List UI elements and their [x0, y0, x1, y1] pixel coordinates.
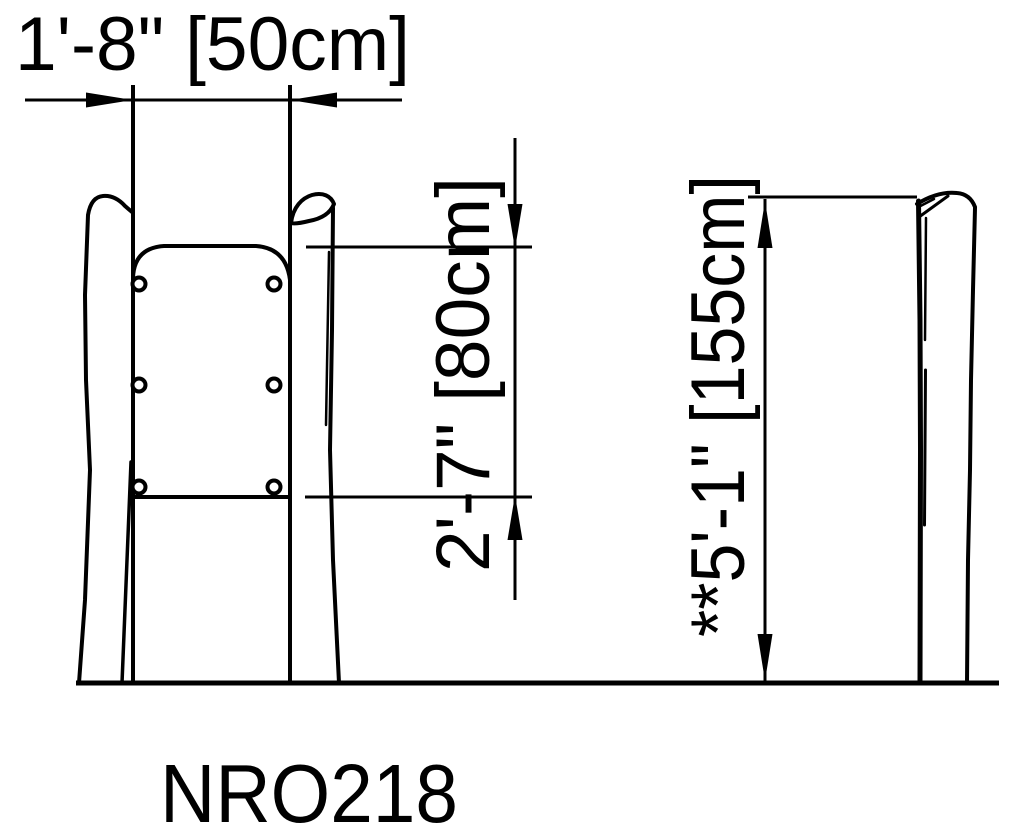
- left-post-outline: [77, 193, 134, 685]
- total-height-dimension: **5'-1" [155cm]: [676, 175, 917, 681]
- bolt-hole: [130, 275, 148, 293]
- height-dimension-label: 2'-7" [80cm]: [421, 177, 506, 572]
- bolt-hole: [265, 478, 283, 496]
- bolt-hole: [130, 376, 148, 394]
- pair-post-seam: [324, 250, 331, 427]
- bolt-hole: [265, 275, 283, 293]
- width-arrow-right: [290, 92, 337, 108]
- bolt-hole: [265, 376, 283, 394]
- width-arrow-left: [86, 92, 133, 108]
- pair-post-top-ellipse: [289, 192, 336, 226]
- side-post: [915, 190, 977, 686]
- height-arrow-top: [507, 204, 523, 249]
- total-height-arrow-top: [757, 201, 773, 248]
- pair-post-outline: [328, 206, 341, 685]
- bolt-hole: [130, 478, 148, 496]
- side-post-left-edge: [916, 198, 923, 686]
- side-post-right-edge: [965, 206, 977, 685]
- total-height-dimension-label: **5'-1" [155cm]: [676, 175, 761, 637]
- panel-top-outline: [131, 244, 292, 282]
- side-post-top-curve: [915, 190, 977, 209]
- height-arrow-bottom: [507, 495, 523, 540]
- product-code: NRO218: [160, 747, 458, 837]
- side-post-seam-upper: [923, 216, 928, 342]
- side-post-top-notch: [917, 194, 950, 219]
- left-post-inner-edge: [120, 460, 133, 685]
- left-structure: [77, 192, 341, 685]
- width-dimension: 1'-8" [50cm]: [15, 2, 410, 683]
- side-post-seam-lower: [923, 368, 927, 527]
- total-height-arrow-bottom: [757, 634, 773, 681]
- width-dimension-label: 1'-8" [50cm]: [15, 2, 410, 87]
- height-dimension: 2'-7" [80cm]: [305, 138, 532, 600]
- side-post-top-notch-small: [917, 197, 936, 209]
